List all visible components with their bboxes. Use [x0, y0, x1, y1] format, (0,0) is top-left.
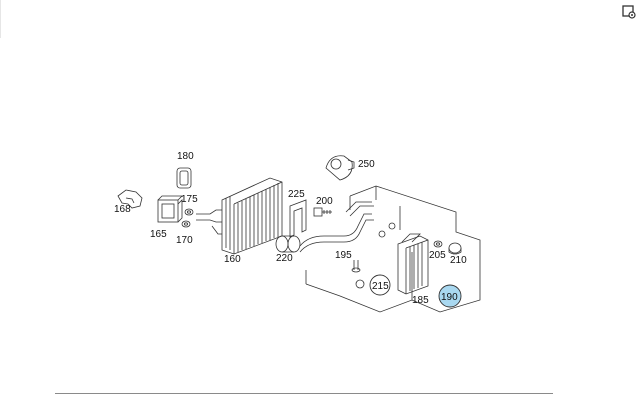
label-250[interactable]: 250	[358, 159, 375, 170]
label-180[interactable]: 180	[177, 151, 194, 162]
part-170-seal	[181, 220, 191, 228]
label-185[interactable]: 185	[412, 295, 429, 306]
label-175[interactable]: 175	[181, 194, 198, 205]
part-210-cap	[448, 242, 462, 255]
part-225-bracket	[289, 199, 307, 238]
part-180-gasket	[176, 167, 192, 189]
part-175-seal	[184, 208, 194, 216]
housing-screws	[355, 222, 396, 289]
label-165[interactable]: 165	[150, 229, 167, 240]
label-170[interactable]: 170	[176, 235, 193, 246]
callout-circle-190-highlight	[438, 284, 462, 308]
left-edge-divider	[0, 0, 1, 38]
label-195[interactable]: 195	[335, 250, 352, 261]
part-165-valve	[157, 195, 183, 223]
part-220-fitting	[275, 235, 301, 253]
image-settings-icon[interactable]	[622, 5, 636, 19]
part-205-seal	[433, 240, 443, 248]
part-195-pipe	[299, 201, 374, 273]
callout-circle-215	[369, 274, 391, 296]
label-200[interactable]: 200	[316, 196, 333, 207]
label-210[interactable]: 210	[450, 255, 467, 266]
label-225[interactable]: 225	[288, 189, 305, 200]
part-200-bolt	[313, 207, 332, 217]
label-168[interactable]: 168	[114, 204, 131, 215]
part-168-clip	[117, 189, 143, 209]
bottom-divider	[55, 393, 553, 394]
label-205[interactable]: 205	[429, 250, 446, 261]
label-160[interactable]: 160	[224, 254, 241, 265]
label-215[interactable]: 215	[372, 281, 389, 292]
label-220[interactable]: 220	[276, 253, 293, 264]
part-160-evaporator	[196, 177, 283, 255]
label-190[interactable]: 190	[441, 292, 458, 303]
part-250-fan	[325, 155, 355, 181]
part-185-heater-core	[397, 233, 429, 295]
